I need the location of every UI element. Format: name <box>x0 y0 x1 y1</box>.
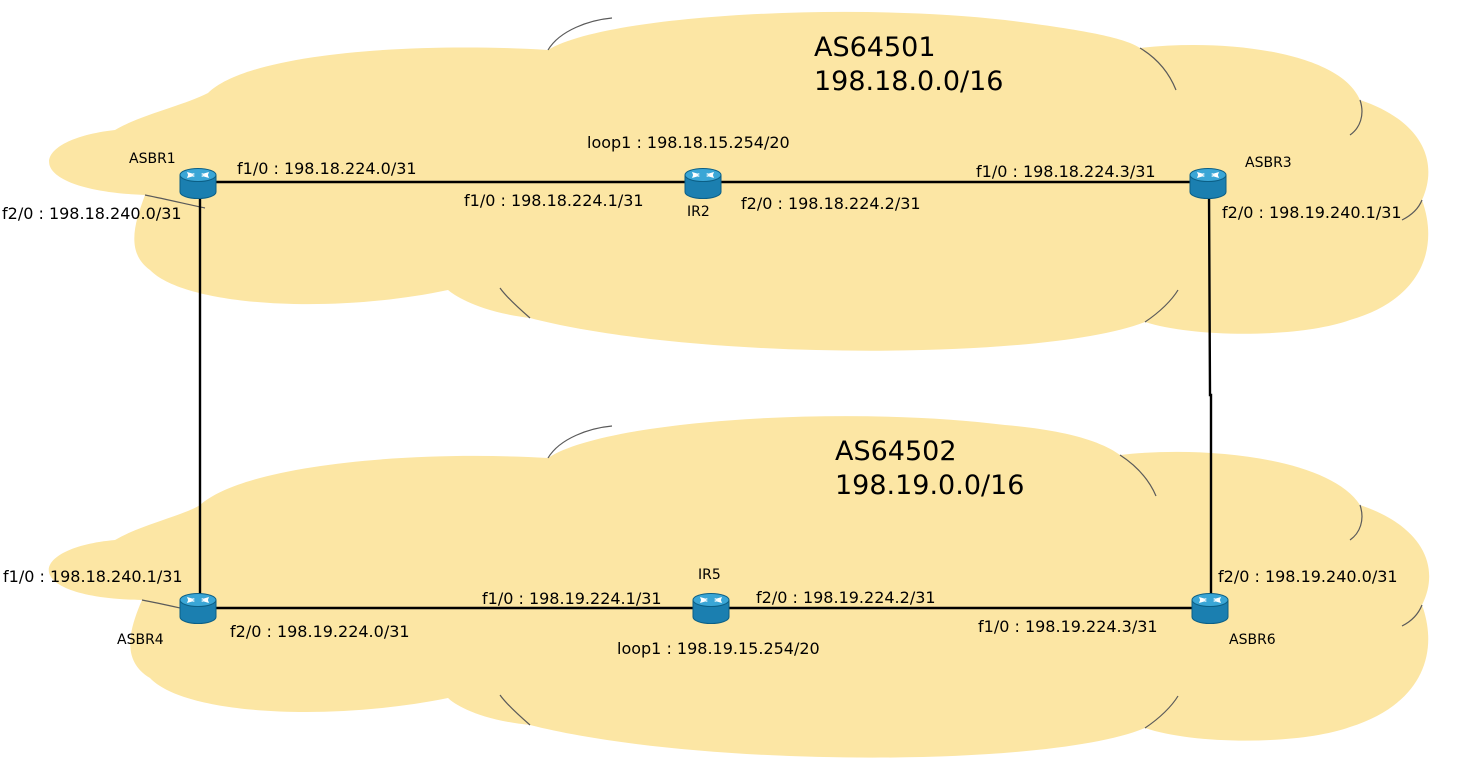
ir5-f1-0-label: f1/0 : 198.19.224.1/31 <box>482 589 662 608</box>
router-icon <box>1189 168 1227 199</box>
as64501-prefix: 198.18.0.0/16 <box>814 66 1003 97</box>
links <box>198 180 1213 610</box>
as64502-cloud <box>48 416 1430 758</box>
router-name: IR5 <box>698 567 721 583</box>
ir5-f2-0-label: f2/0 : 198.19.224.2/31 <box>756 588 936 607</box>
asbr6-f2-0-label: f2/0 : 198.19.240.0/31 <box>1218 567 1398 586</box>
as64502-number: AS64502 <box>835 436 957 467</box>
asbr3-f1-0-label: f1/0 : 198.18.224.3/31 <box>976 162 1156 181</box>
router-ir2[interactable]: IR2 <box>684 168 722 221</box>
router-icon <box>684 168 722 199</box>
router-name: ASBR6 <box>1229 632 1276 648</box>
as64502-prefix: 198.19.0.0/16 <box>835 470 1024 501</box>
router-asbr4[interactable]: ASBR4 <box>117 593 217 649</box>
router-ir5[interactable]: IR5 <box>692 567 730 624</box>
asbr1-f2-0-label: f2/0 : 198.18.240.0/31 <box>2 204 182 223</box>
asbr3-f2-0-label: f2/0 : 198.19.240.1/31 <box>1222 203 1402 222</box>
link-asbr3-asbr6 <box>1207 189 1213 605</box>
ir2-f1-0-label: f1/0 : 198.18.224.1/31 <box>464 191 644 210</box>
router-icon <box>179 168 217 199</box>
router-asbr6[interactable]: ASBR6 <box>1191 593 1276 649</box>
router-name: ASBR3 <box>1245 155 1292 171</box>
router-name: IR2 <box>687 204 710 220</box>
router-asbr3[interactable]: ASBR3 <box>1189 155 1292 199</box>
ir2-loop1-label: loop1 : 198.18.15.254/20 <box>587 133 790 152</box>
router-name: ASBR1 <box>129 151 176 167</box>
ir5-loop1-label: loop1 : 198.19.15.254/20 <box>617 639 820 658</box>
router-icon <box>692 593 730 624</box>
ir2-f2-0-label: f2/0 : 198.18.224.2/31 <box>741 194 921 213</box>
router-asbr1[interactable]: ASBR1 <box>129 151 217 199</box>
router-icon <box>179 593 217 624</box>
as64501-number: AS64501 <box>814 32 936 63</box>
router-icon <box>1191 593 1229 624</box>
router-name: ASBR4 <box>117 632 164 648</box>
asbr6-f1-0-label: f1/0 : 198.19.224.3/31 <box>978 617 1158 636</box>
asbr4-f2-0-label: f2/0 : 198.19.224.0/31 <box>230 622 410 641</box>
asbr1-f1-0-label: f1/0 : 198.18.224.0/31 <box>237 159 417 178</box>
asbr4-f1-0-label: f1/0 : 198.18.240.1/31 <box>3 567 183 586</box>
